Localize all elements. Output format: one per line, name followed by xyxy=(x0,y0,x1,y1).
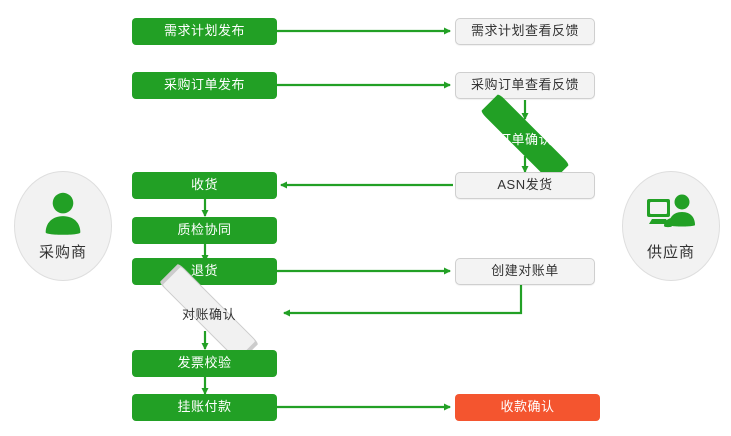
node-label: 对账确认 xyxy=(181,306,236,322)
node-qc-collab[interactable]: 质检协同 xyxy=(132,217,277,244)
node-invoice-check[interactable]: 发票校验 xyxy=(132,350,277,377)
node-label: 质检协同 xyxy=(177,222,232,238)
actor-badge-supplier[interactable]: 供应商 xyxy=(622,171,720,281)
node-label: 采购订单发布 xyxy=(163,77,245,93)
node-asn-ship[interactable]: ASN发货 xyxy=(455,172,595,199)
node-statement-confirm[interactable]: 对账确认 xyxy=(135,263,283,363)
node-label: 发票校验 xyxy=(177,355,232,371)
node-label: 采购订单查看反馈 xyxy=(470,77,579,93)
node-po-feedback[interactable]: 采购订单查看反馈 xyxy=(455,72,595,99)
node-demand-plan-publish[interactable]: 需求计划发布 xyxy=(132,18,277,45)
person-at-computer-icon xyxy=(647,194,695,227)
edge-create-statement-to-statement-confirm xyxy=(283,285,523,317)
actor-badge-buyer[interactable]: 采购商 xyxy=(14,171,112,281)
node-create-statement[interactable]: 创建对账单 xyxy=(455,258,595,285)
node-accrual-payment[interactable]: 挂账付款 xyxy=(132,394,277,421)
actor-label-supplier: 供应商 xyxy=(646,243,695,261)
node-label: 订单确认 xyxy=(497,131,552,147)
actor-label-buyer: 采购商 xyxy=(38,243,87,261)
node-label: 退货 xyxy=(190,263,218,279)
node-demand-plan-feedback[interactable]: 需求计划查看反馈 xyxy=(455,18,595,45)
node-receive-goods[interactable]: 收货 xyxy=(132,172,277,199)
node-label: ASN发货 xyxy=(497,177,553,193)
node-return-goods[interactable]: 退货 xyxy=(132,258,277,285)
node-label: 挂账付款 xyxy=(177,399,232,415)
node-label: 创建对账单 xyxy=(491,263,559,279)
node-label: 收货 xyxy=(190,177,218,193)
node-order-confirm[interactable]: 订单确认 xyxy=(455,93,595,183)
node-label: 需求计划发布 xyxy=(163,23,245,39)
node-po-publish[interactable]: 采购订单发布 xyxy=(132,72,277,99)
node-payment-confirm[interactable]: 收款确认 xyxy=(455,394,600,421)
node-label: 需求计划查看反馈 xyxy=(470,23,579,39)
node-label: 收款确认 xyxy=(500,399,555,415)
person-icon xyxy=(45,192,81,235)
